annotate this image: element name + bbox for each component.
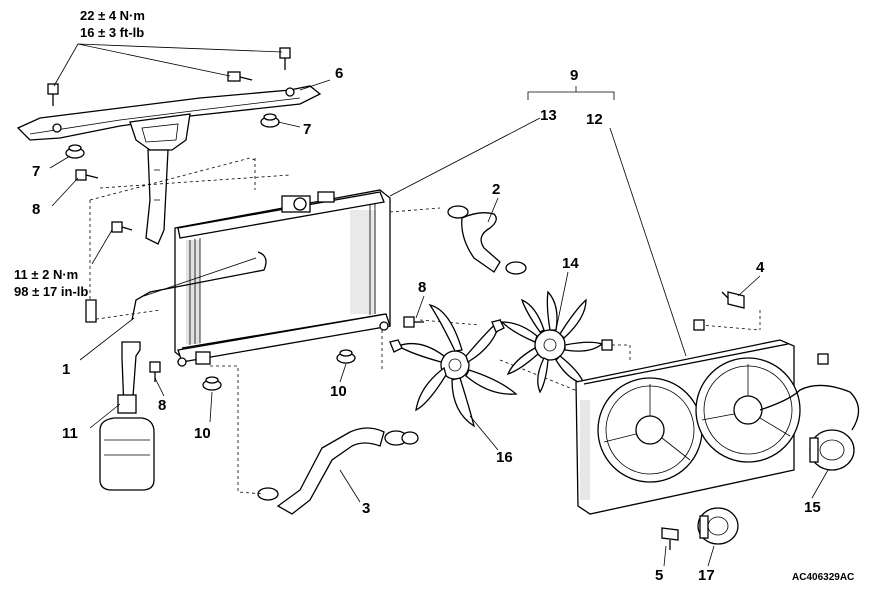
callout-7-left: 7 [32, 163, 40, 180]
callout-7-right: 7 [303, 121, 311, 138]
callout-8-middle: 8 [418, 279, 426, 296]
callout-17: 17 [698, 567, 715, 584]
rubber-mount-10-right [336, 349, 356, 364]
reservoir-tank [99, 341, 155, 491]
callout-16: 16 [496, 449, 513, 466]
nut-fan-right [491, 319, 505, 333]
fan-shroud [575, 339, 801, 515]
leader-lines [49, 43, 829, 567]
callout-5: 5 [655, 567, 663, 584]
bracket-small-left [85, 299, 97, 323]
nut-fan-left [389, 339, 403, 353]
callout-11: 11 [62, 425, 78, 442]
fan-motor-17 [697, 507, 739, 545]
callout-3: 3 [362, 500, 370, 517]
connector-4 [721, 291, 745, 309]
bolt-8-left [75, 169, 99, 181]
callout-14: 14 [562, 255, 579, 272]
callout-13: 13 [540, 107, 557, 124]
callout-1: 1 [62, 361, 70, 378]
bolt-8-middle [403, 316, 424, 328]
callout-9: 9 [570, 67, 578, 84]
fan-blade-14 [500, 290, 604, 394]
connector-5 [661, 527, 679, 550]
rubber-mount-right [260, 113, 280, 128]
overflow-tube [131, 251, 267, 321]
torque-spec-upper-nm: 22 ± 4 N·m [80, 8, 145, 23]
radiator [174, 189, 391, 367]
bolt-8-lower [149, 361, 161, 382]
screw-fan-1 [601, 339, 613, 351]
callout-10-right: 10 [330, 383, 347, 400]
upper-support-bracket [16, 85, 322, 245]
torque-spec-lower-nm: 11 ± 2 N·m [14, 267, 78, 282]
lower-hose [257, 427, 419, 515]
callout-6: 6 [335, 65, 343, 82]
callout-8-left: 8 [32, 201, 40, 218]
rubber-mount-left [65, 144, 85, 159]
fan-motor-15 [809, 429, 855, 471]
torque-spec-upper-ftlb: 16 ± 3 ft-lb [80, 25, 144, 40]
bolt-lower-left [111, 221, 133, 233]
bolt-upper-right [279, 47, 291, 70]
bolt-upper-middle [227, 71, 253, 82]
callout-2: 2 [492, 181, 500, 198]
fan-blade-16 [396, 303, 518, 428]
torque-spec-lower-inlb: 98 ± 17 in-lb [14, 284, 88, 299]
callout-12: 12 [586, 111, 603, 128]
wiring-harness [759, 384, 860, 431]
screw-fan-2 [693, 319, 705, 331]
bolt-upper-left [47, 83, 59, 106]
upper-hose [447, 205, 527, 275]
rubber-mount-10-left [202, 376, 222, 391]
figure-code: AC406329AC [792, 572, 854, 583]
callout-15: 15 [804, 499, 821, 516]
callout-8-lower: 8 [158, 397, 166, 414]
callout-4: 4 [756, 259, 765, 276]
callout-10-left: 10 [194, 425, 211, 442]
screw-fan-3 [817, 353, 829, 365]
